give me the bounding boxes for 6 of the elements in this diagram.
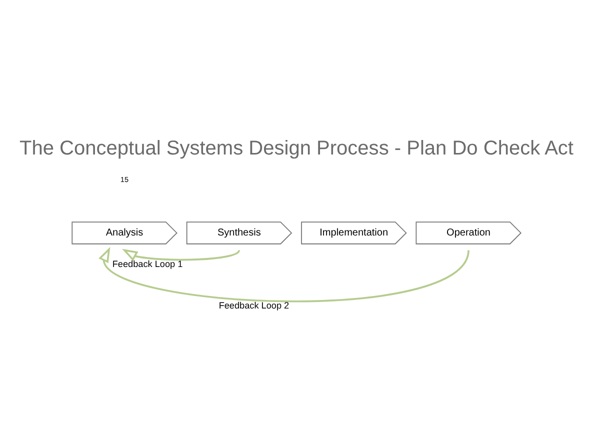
- arrow: [122, 248, 240, 262]
- label: 15: [120, 174, 129, 184]
- diagram-title: The Conceptual Systems Design Process - Plan Do Check Act: [19, 137, 574, 160]
- arrow: [98, 246, 470, 302]
- edge-label: Feedback Loop 2: [218, 300, 290, 311]
- edge-label: Feedback Loop 1: [112, 259, 183, 270]
